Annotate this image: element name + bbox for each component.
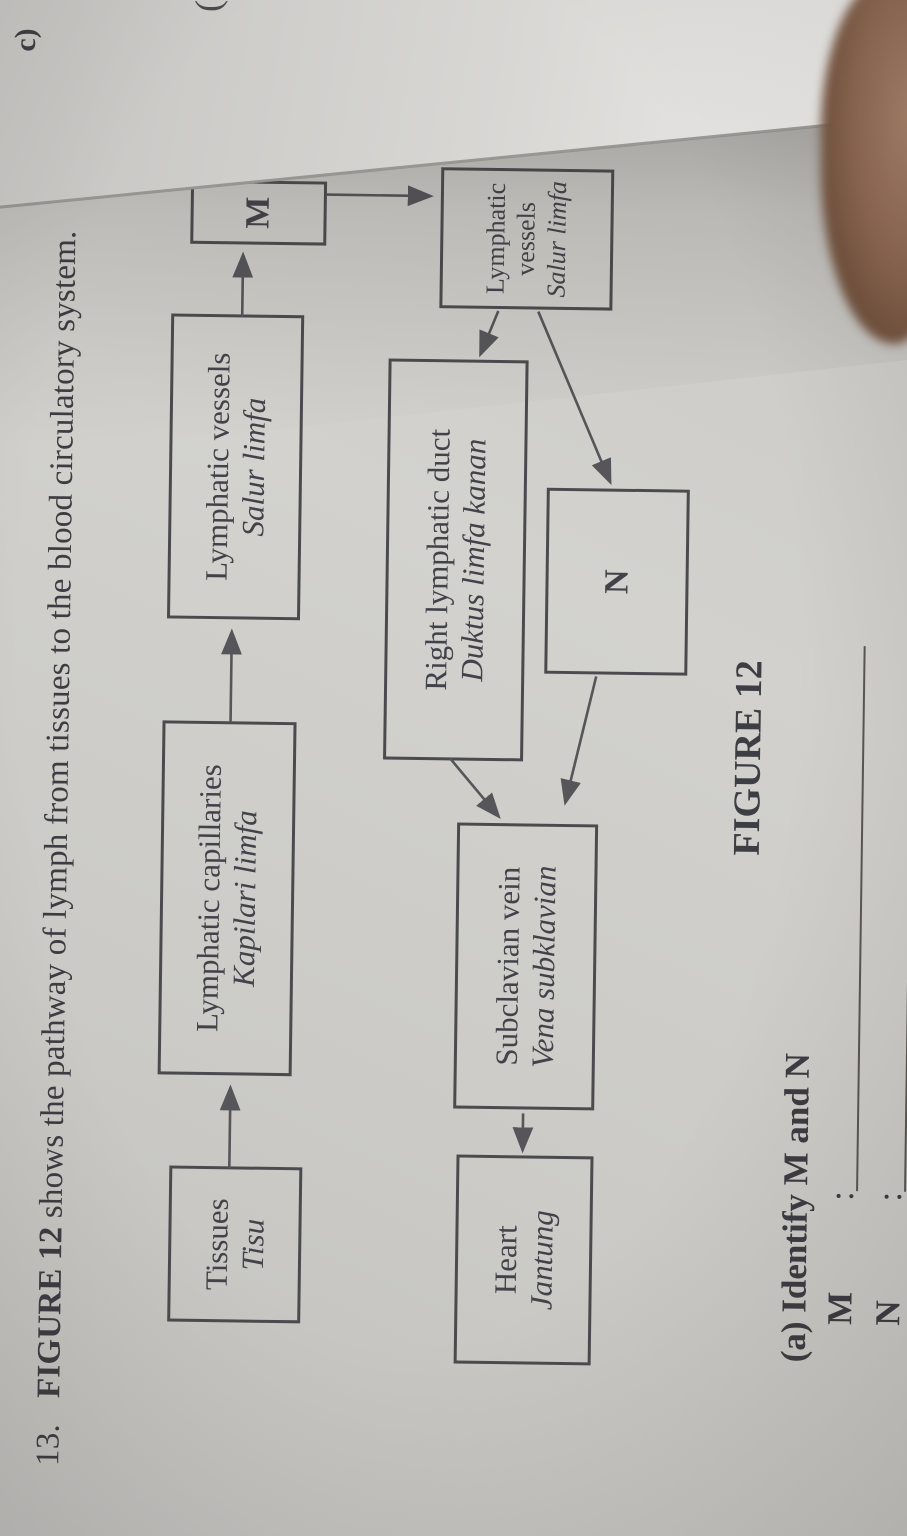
answer-row-m: M : bbox=[820, 646, 866, 1326]
flowchart-box-heart: Heart Jantung bbox=[453, 1154, 594, 1366]
clipped-parenthesis: ( bbox=[188, 0, 228, 12]
flowchart-box-lymphatic-vessels-1: Lymphatic vessels Salur limfa bbox=[166, 313, 305, 621]
answer-colon-n: : bbox=[869, 1191, 907, 1202]
box-label-en: Right lymphatic duct bbox=[418, 428, 457, 691]
figure-caption: FIGURE 12 bbox=[725, 659, 771, 856]
answer-label-n: N bbox=[868, 1299, 907, 1326]
arrow-vessels2-to-duct bbox=[479, 310, 500, 358]
box-label-en: Lymphatic vessels bbox=[198, 352, 237, 581]
box-label-en: Lymphatic capillaries bbox=[189, 763, 228, 1033]
flowchart-box-lymphatic-capillaries: Lymphatic capillaries Kapilari limfa bbox=[157, 720, 297, 1077]
question-number: 13. bbox=[30, 1423, 67, 1467]
box-label-ms: Salur limfa bbox=[234, 397, 272, 537]
box-label-ms: Salur limfa bbox=[541, 180, 572, 298]
arrow-subclavian-to-heart bbox=[512, 1113, 534, 1154]
box-label-ms: Jantung bbox=[522, 1210, 560, 1311]
box-label-en: Heart bbox=[487, 1225, 524, 1295]
question-line: 13. FIGURE 12 shows the pathway of lymph … bbox=[30, 230, 84, 1466]
flowchart-box-n: N bbox=[544, 487, 690, 676]
answer-blank-m bbox=[856, 646, 866, 1192]
question-text: shows the pathway of lymph from tissues … bbox=[33, 230, 84, 1219]
answer-row-n: N : bbox=[868, 296, 907, 1326]
box-label-en: Lymphatic vessels bbox=[480, 182, 542, 295]
answer-colon-m: : bbox=[821, 1190, 862, 1202]
flowchart-box-subclavian-vein: Subclavian vein Vena subklavian bbox=[453, 822, 599, 1111]
corner-part-label: c) bbox=[9, 28, 42, 52]
arrow-vessels2-to-n bbox=[537, 311, 612, 486]
flowchart-box-lymphatic-vessels-2: Lymphatic vessels Salur limfa bbox=[439, 167, 615, 311]
box-label-ms: Duktus limfa kanan bbox=[454, 438, 493, 682]
arrow-duct-to-subclavian bbox=[449, 757, 501, 820]
arrow-n-to-subclavian bbox=[560, 676, 598, 806]
box-label-ms: Vena subklavian bbox=[524, 865, 563, 1069]
flowchart-box-m: M bbox=[190, 179, 328, 246]
answer-label-m: M bbox=[820, 1291, 860, 1326]
arrow-capillaries-to-vessels bbox=[221, 628, 242, 723]
box-label-en: Subclavian vein bbox=[488, 866, 527, 1066]
flowchart-box-tissues: Tissues Tisu bbox=[167, 1165, 303, 1324]
question-figure-ref: FIGURE 12 bbox=[31, 1226, 70, 1399]
arrow-tissues-to-capillaries bbox=[219, 1084, 241, 1169]
flowchart-box-right-lymphatic-duct: Right lymphatic duct Duktus limfa kanan bbox=[383, 358, 529, 762]
box-label-en: Tissues bbox=[198, 1197, 235, 1291]
subquestion-a: (a) Identify M and N bbox=[773, 1052, 817, 1363]
box-label-ms: Kapilari limfa bbox=[225, 810, 264, 988]
arrow-m-to-vessels2 bbox=[325, 185, 434, 207]
arrow-vessels-to-m bbox=[232, 251, 254, 317]
box-label-ms: Tisu bbox=[234, 1218, 271, 1271]
box-label-n: N bbox=[598, 569, 636, 595]
box-label-m: M bbox=[239, 196, 278, 229]
